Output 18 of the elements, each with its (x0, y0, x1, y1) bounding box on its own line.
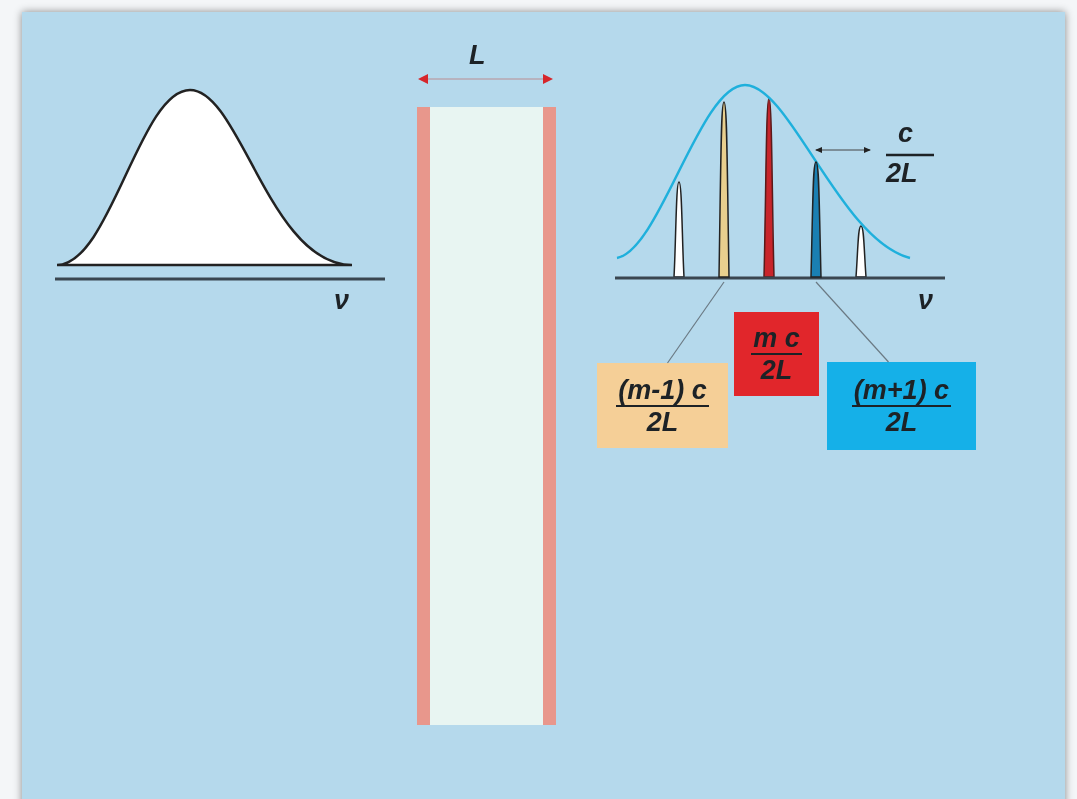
frequency-label (734, 312, 819, 396)
dimension-label: L (469, 40, 486, 70)
frequency-label (597, 363, 728, 448)
numerator: m c (751, 323, 802, 355)
mode-peak (808, 160, 824, 278)
denominator: 2L (645, 406, 680, 437)
numerator: (m-1) c (616, 374, 709, 407)
numerator: c (898, 118, 914, 148)
axis-label: ν (918, 285, 934, 315)
denominator: 2L (759, 355, 794, 385)
frequency-label (827, 362, 976, 450)
axis-label: ν (334, 285, 350, 315)
denominator: 2L (886, 158, 918, 188)
leader-line (815, 281, 890, 363)
denominator: 2L (884, 407, 919, 437)
leader-line (666, 281, 725, 364)
mode-peak (716, 100, 732, 278)
numerator: (m+1) c (851, 375, 952, 407)
